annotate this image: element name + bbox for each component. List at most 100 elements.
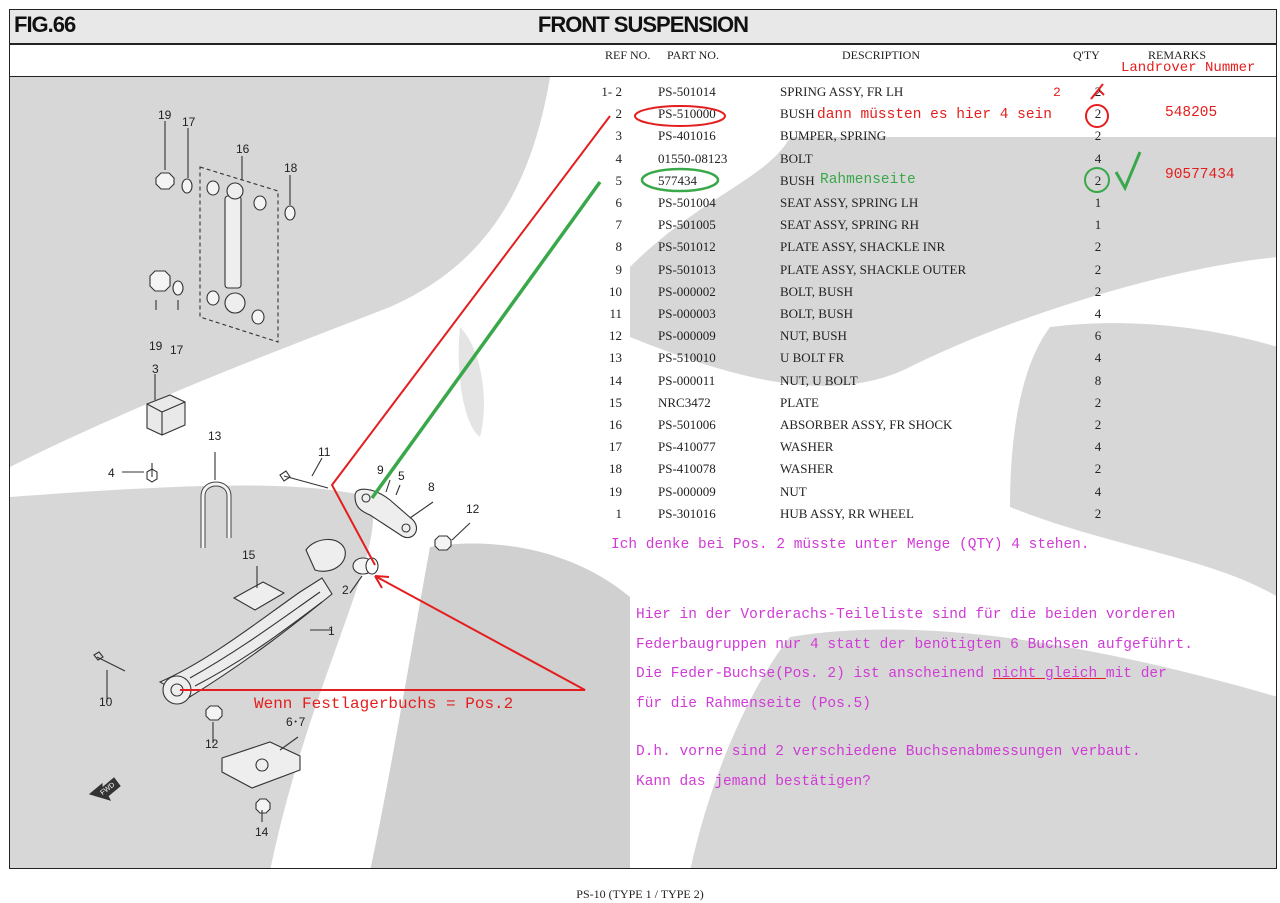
fixed-bearing-bush-note: Wenn Festlagerbuchs = Pos.2 xyxy=(254,695,514,713)
page-header: FIG.66 FRONT SUSPENSION xyxy=(10,10,1276,45)
highlight-part-ps-510000 xyxy=(634,105,726,127)
description-cell: BUSH xyxy=(780,106,815,122)
shock-eye-top xyxy=(226,182,244,200)
part-no-cell: 577434 xyxy=(658,172,697,188)
ref-cell: 10 xyxy=(609,283,622,299)
leaf-spring xyxy=(158,577,333,699)
col-ref-no: REF NO. xyxy=(605,48,651,62)
description-cell: WASHER xyxy=(780,461,834,477)
callout-19-top: 19 xyxy=(158,108,172,122)
col-qty: Q'TY xyxy=(1073,48,1100,62)
table-row: 18 PS-410078 WASHER 2 xyxy=(10,458,1276,480)
u-bolt xyxy=(200,481,232,548)
column-header-row: REF NO. PART NO. DESCRIPTION Q'TY REMARK… xyxy=(10,45,1276,77)
bolt-11 xyxy=(279,470,329,489)
ref-cell: 1 xyxy=(615,505,623,521)
col-description: DESCRIPTION xyxy=(842,48,921,62)
bolt-10 xyxy=(93,651,126,672)
description-cell: NUT, BUSH xyxy=(780,328,847,344)
description-cell: NUT xyxy=(780,483,807,499)
comment-line-1: Hier in der Vorderachs-Teileliste sind f… xyxy=(636,607,1176,623)
callout-3: 3 xyxy=(152,362,159,376)
comment-line-5: D.h. vorne sind 2 verschiedene Buchsenab… xyxy=(636,744,1141,760)
bolt-4 xyxy=(146,463,158,483)
description-cell: HUB ASSY, RR WHEEL xyxy=(780,505,914,521)
callout-12-lower: 12 xyxy=(205,737,219,751)
part-no-cell: PS-501006 xyxy=(658,417,716,432)
part-no-cell: PS-510010 xyxy=(658,350,716,366)
callout-9: 9 xyxy=(377,463,384,477)
qty-correction-note: 2 xyxy=(1053,85,1061,100)
ref-cell: 9 xyxy=(615,261,623,277)
landrover-number-548205: 548205 xyxy=(1165,105,1218,121)
qty-cell: 8 xyxy=(1094,372,1102,388)
pointer-line-red xyxy=(330,115,611,566)
part-no-cell: 01550-08123 xyxy=(658,150,728,166)
nut-12-lower xyxy=(205,705,223,721)
callout-17-lower: 17 xyxy=(170,343,184,357)
comment-line-2: Federbaugruppen nur 4 statt der benötigt… xyxy=(636,637,1193,653)
callout-11: 11 xyxy=(318,445,331,459)
qty-cell: 2 xyxy=(1094,505,1102,521)
nut-19-top xyxy=(155,172,175,190)
nut-12-shackle xyxy=(434,535,452,551)
description-cell: PLATE ASSY, SHACKLE INR xyxy=(780,239,946,255)
callout-8: 8 xyxy=(428,480,435,494)
ref-cell: 6 xyxy=(615,195,623,210)
part-no-cell: PS-410077 xyxy=(658,439,716,455)
ref-cell: 18 xyxy=(609,461,622,477)
qty-cell: 1 xyxy=(1094,195,1102,210)
frame-side-note: Rahmenseite xyxy=(820,172,916,188)
callout-15: 15 xyxy=(242,548,256,562)
figure-number: FIG.66 xyxy=(14,12,76,37)
washer-18 xyxy=(284,205,296,221)
comment-line-4: für die Rahmenseite (Pos.5) xyxy=(636,696,871,712)
washer-17-top xyxy=(181,178,193,194)
qty-cell: 2 xyxy=(1094,106,1102,122)
bush-16-d xyxy=(251,309,265,325)
qty-cell: 2 xyxy=(1094,239,1102,255)
comment-underlined: nicht gleich xyxy=(992,666,1106,682)
description-cell: WASHER xyxy=(780,439,834,455)
bush-16-a xyxy=(206,180,220,196)
col-part-no: PART NO. xyxy=(667,48,719,62)
callout-10: 10 xyxy=(99,695,113,709)
part-no-cell: PS-510000 xyxy=(658,106,716,122)
part-no-cell: PS-410078 xyxy=(658,461,716,477)
callout-14: 14 xyxy=(255,825,269,839)
callout-2: 2 xyxy=(342,583,349,597)
comment-line-3: Die Feder-Buchse(Pos. 2) ist anscheinend… xyxy=(636,666,1167,682)
callout-16: 16 xyxy=(236,142,250,156)
callout-1: 1 xyxy=(328,624,335,638)
qty-cell: 2 xyxy=(1094,283,1102,299)
qty-cell: 2 xyxy=(1094,417,1102,432)
part-no-cell: PS-000011 xyxy=(658,372,716,388)
qty-cell: 2 xyxy=(1094,394,1102,410)
description-cell: BOLT, BUSH xyxy=(780,283,853,299)
callout-5: 5 xyxy=(398,469,405,483)
highlight-qty-row5 xyxy=(1084,167,1110,193)
qty-cell: 2 xyxy=(1094,461,1102,477)
description-cell: BOLT xyxy=(780,150,813,166)
callout-18: 18 xyxy=(284,161,298,175)
qty-cell: 4 xyxy=(1094,483,1102,499)
washer-17-lower xyxy=(172,280,184,296)
description-cell: BUSH xyxy=(780,172,815,188)
highlight-part-577434 xyxy=(640,167,720,193)
qty-comment: Ich denke bei Pos. 2 müsste unter Menge … xyxy=(611,537,1090,553)
part-no-cell: PS-000009 xyxy=(658,328,716,344)
suspension-exploded-diagram: 19 17 16 18 19 17 3 4 13 11 9 5 8 12 15 … xyxy=(88,83,1142,839)
ref-cell: 2 xyxy=(615,106,623,122)
ref-cell: 14 xyxy=(609,372,622,388)
bush-16-b xyxy=(253,195,267,211)
qty-cell: 6 xyxy=(1094,328,1102,344)
